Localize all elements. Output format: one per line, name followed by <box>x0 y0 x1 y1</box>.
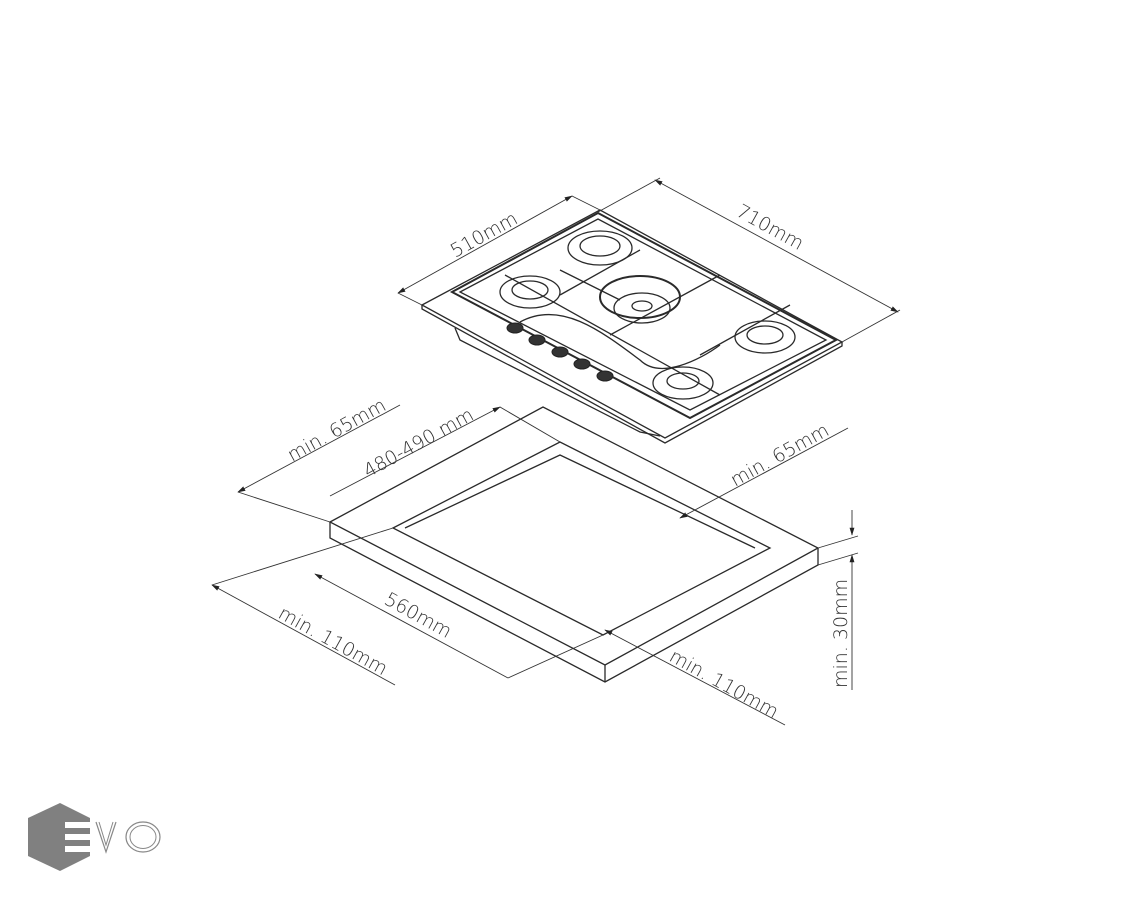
cutout <box>391 441 772 636</box>
min-thickness-label: min. 30mm <box>830 579 852 688</box>
min-right-label: min. 65mm <box>727 419 833 491</box>
hob-depth-label: 510mm <box>447 208 522 263</box>
min-front-label: min. 110mm <box>275 602 392 680</box>
control-knobs <box>506 322 614 382</box>
min-side-label: min. 110mm <box>666 645 783 723</box>
evo-logo <box>28 803 161 871</box>
hob-width-label: 710mm <box>733 200 808 255</box>
